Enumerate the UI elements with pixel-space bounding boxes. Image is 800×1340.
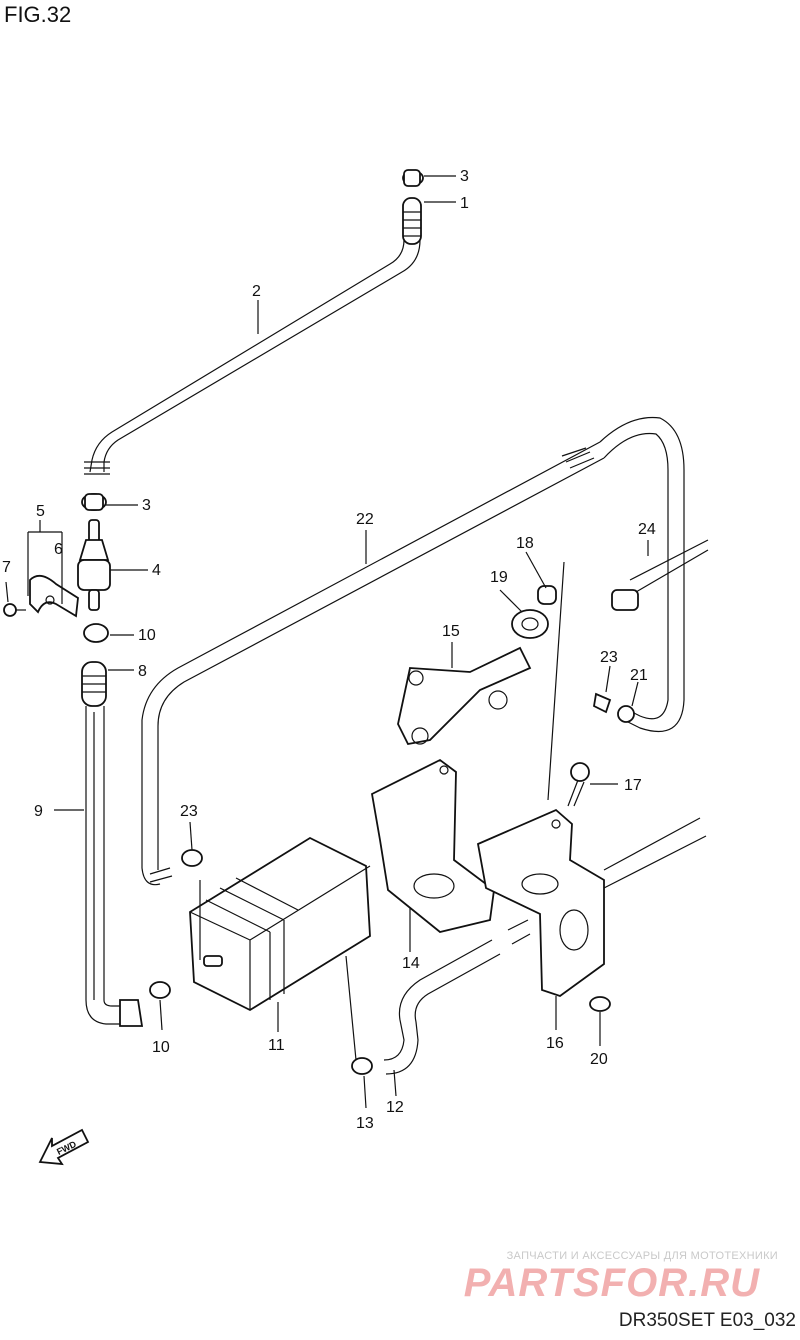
hose-12[interactable]: [383, 939, 501, 1075]
clamp-3-top[interactable]: [402, 169, 424, 187]
collar-18[interactable]: [537, 585, 557, 605]
callout-5[interactable]: 5: [36, 503, 45, 520]
fitting-8[interactable]: [81, 661, 107, 707]
callout-3[interactable]: 3: [460, 168, 469, 185]
callout-12[interactable]: 12: [386, 1099, 404, 1116]
callout-17[interactable]: 17: [624, 777, 642, 794]
hose-21[interactable]: [599, 416, 685, 733]
bolt-17[interactable]: [567, 762, 590, 807]
callout-11[interactable]: 11: [268, 1037, 285, 1054]
clip-23-right[interactable]: [593, 692, 612, 714]
connector-24[interactable]: [611, 539, 709, 611]
callout-14[interactable]: 14: [402, 955, 420, 972]
clamp-13[interactable]: [351, 1057, 373, 1075]
bolt-7[interactable]: [3, 603, 26, 617]
callout-8[interactable]: 8: [138, 663, 147, 680]
clamp-3-lower[interactable]: [81, 493, 107, 511]
callout-10-lower[interactable]: 10: [152, 1039, 170, 1056]
figure-code: DR350SET E03_032: [618, 1310, 796, 1331]
bolt-20[interactable]: [589, 996, 611, 1012]
valve-4[interactable]: [77, 519, 111, 611]
callout-3-lower[interactable]: 3: [142, 497, 151, 514]
callout-6[interactable]: 6: [54, 541, 63, 558]
callout-23-left[interactable]: 23: [180, 803, 198, 820]
callout-4[interactable]: 4: [152, 562, 161, 579]
clamp-10-upper[interactable]: [83, 623, 109, 643]
callout-19[interactable]: 19: [490, 569, 508, 586]
callout-9[interactable]: 9: [34, 803, 43, 820]
callout-1[interactable]: 1: [460, 195, 469, 212]
bracket-14[interactable]: [370, 758, 495, 933]
callout-15[interactable]: 15: [442, 623, 460, 640]
callout-21[interactable]: 21: [630, 667, 648, 684]
callout-23-right[interactable]: 23: [600, 649, 618, 666]
canister-11[interactable]: [189, 836, 371, 1012]
callout-7[interactable]: 7: [2, 559, 11, 576]
bracket-5-6[interactable]: [29, 574, 79, 618]
clamp-10-lower[interactable]: [149, 981, 171, 999]
callout-2[interactable]: 2: [252, 283, 261, 300]
bracket-15[interactable]: [397, 646, 532, 746]
leader-lines: [5, 175, 649, 1109]
callout-labels: 3 1 2 3 5 6 4 7 10 8 9 22 18 19 15 24 23…: [2, 168, 656, 1132]
callout-20[interactable]: 20: [590, 1051, 608, 1068]
clip-23-left[interactable]: [181, 849, 203, 867]
callout-16[interactable]: 16: [546, 1035, 564, 1052]
hose-2[interactable]: [84, 202, 421, 475]
callout-24[interactable]: 24: [638, 521, 656, 538]
callout-22[interactable]: 22: [356, 511, 374, 528]
watermark-logo: PARTSFOR.RU: [463, 1261, 760, 1305]
fwd-arrow-icon: FWD: [38, 1128, 90, 1166]
callout-10-upper[interactable]: 10: [138, 627, 156, 644]
callout-13[interactable]: 13: [356, 1115, 374, 1132]
watermark-tagline: ЗАПЧАСТИ И АКСЕССУАРЫ ДЛЯ МОТОТЕХНИКИ: [506, 1250, 778, 1262]
hose-22[interactable]: [141, 441, 605, 886]
hose-9[interactable]: [85, 706, 144, 1027]
figure-title: FIG.32: [4, 2, 72, 27]
callout-18[interactable]: 18: [516, 535, 534, 552]
bracket-16[interactable]: [476, 808, 605, 998]
frame-tube: [507, 817, 707, 945]
grommet-19[interactable]: [511, 609, 549, 639]
fitting-1[interactable]: [402, 197, 422, 245]
